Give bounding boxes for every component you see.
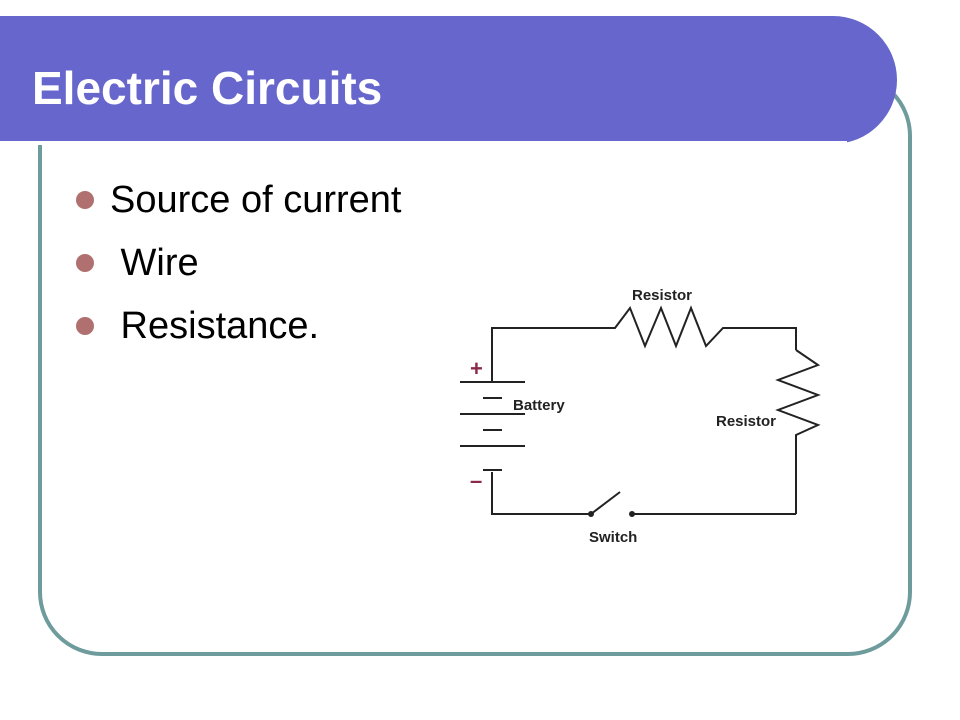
right-resistor-zigzag [775, 349, 821, 514]
circuit-diagram: + – Resistor Battery Resistor Switch [460, 287, 821, 546]
bullet-text: Source of current [110, 179, 402, 221]
switch-contact-right [629, 511, 635, 517]
plus-sign: + [470, 356, 483, 381]
title-bar: Electric Circuits [0, 16, 897, 145]
switch-contact-left [588, 511, 594, 517]
bullet-text: Wire [110, 242, 199, 284]
bullet-item-resistance: Resistance. [76, 296, 319, 359]
bottom-wire-left [491, 472, 591, 515]
bullet-dot-icon [76, 191, 94, 209]
bullet-item-wire: Wire [76, 233, 199, 296]
label-battery: Battery [513, 397, 565, 414]
top-wire-resistor [491, 305, 797, 360]
bullet-dot-icon [76, 317, 94, 335]
switch-lever [590, 491, 621, 515]
label-switch: Switch [589, 529, 637, 546]
bullet-dot-icon [76, 254, 94, 272]
bullet-list: Source of current Wire Resistance. [76, 170, 401, 359]
content-frame [38, 72, 912, 656]
label-resistor-right: Resistor [716, 413, 776, 430]
slide-title: Electric Circuits [32, 62, 383, 114]
minus-sign: – [470, 468, 482, 493]
label-resistor-top: Resistor [632, 287, 692, 304]
title-underline [0, 141, 847, 145]
bullet-text: Resistance. [110, 305, 320, 347]
bullet-item-source: Source of current [76, 170, 401, 233]
